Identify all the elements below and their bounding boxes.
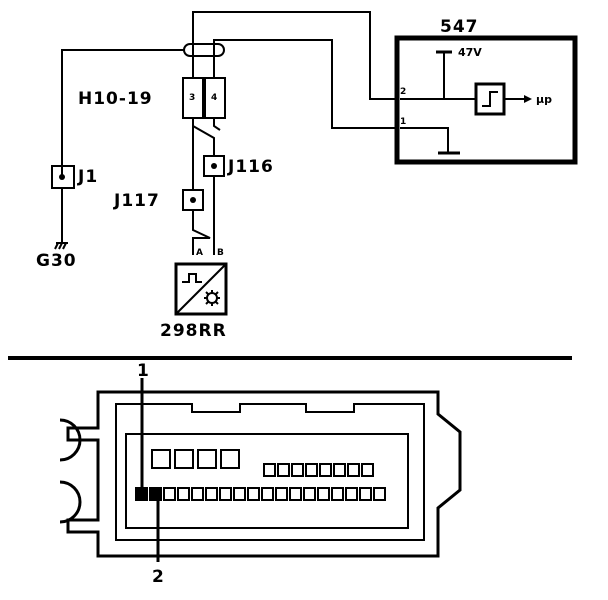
shield-icon [183, 43, 225, 57]
connector-latch-lower [59, 480, 82, 524]
cavity-small [345, 487, 358, 501]
sensor-box [174, 262, 228, 316]
cavity-small [317, 487, 330, 501]
cavity-small [305, 463, 318, 477]
cavity-small [331, 487, 344, 501]
pin1-internal-wire [400, 127, 449, 152]
cavity-small [205, 487, 218, 501]
cavity-large [220, 449, 240, 469]
supply-label: 47V [458, 46, 482, 59]
cavity-small [247, 487, 260, 501]
cavity-used [149, 487, 162, 501]
junction-j117-dot [190, 197, 196, 203]
cavity-small [275, 487, 288, 501]
junction-j116-label: J116 [227, 157, 274, 177]
pointer-1-label: 1 [137, 361, 150, 381]
junction-j1-label: J1 [77, 167, 98, 187]
cavity-small [219, 487, 232, 501]
cavity-small [333, 463, 346, 477]
cavity-small [361, 463, 374, 477]
cavity-large [174, 449, 194, 469]
shield-wire [61, 49, 184, 175]
module-547-label: 547 [440, 17, 479, 37]
pulse-icon [482, 91, 498, 107]
sensor-pin-a-label: A [196, 248, 203, 258]
connector-label: H10-19 [78, 89, 153, 109]
cavity-small [233, 487, 246, 501]
wire-cross-2 [213, 118, 221, 131]
cavity-small [303, 487, 316, 501]
square-wave-icon [182, 273, 202, 283]
cavity-small [289, 487, 302, 501]
output-label: μp [536, 93, 552, 106]
sensor-label: 298RR [160, 321, 227, 341]
cavity-small [177, 487, 190, 501]
junction-j1-dot [59, 174, 65, 180]
cavity-small [191, 487, 204, 501]
connector-face-view: 1 2 [59, 361, 462, 587]
connector-pin3-label: 3 [189, 93, 195, 103]
wire-pin3-to-547-pin2 [192, 11, 399, 100]
module-547: 547 47V μp 2 1 [394, 17, 578, 165]
pin2-label: 2 [400, 87, 406, 97]
cavity-small [263, 463, 276, 477]
connector-pin4-label: 4 [211, 93, 217, 103]
cavity-small [277, 463, 290, 477]
sensor-diagonal [175, 263, 227, 315]
pin1-label: 1 [400, 117, 406, 127]
pointer-2-label: 2 [152, 567, 165, 587]
cavity-small [347, 463, 360, 477]
cavity-row-upper [263, 463, 374, 477]
ground-label: G30 [36, 251, 77, 271]
cavity-small [291, 463, 304, 477]
sensor-pin-b-label: B [217, 248, 224, 258]
cavity-small [373, 487, 386, 501]
cavity-small [163, 487, 176, 501]
gear-teeth-icon [204, 290, 220, 306]
wire-pin4-to-547-pin1 [213, 39, 399, 129]
cavity-large [197, 449, 217, 469]
junction-j117-label: J117 [113, 191, 160, 211]
wire-cross-1 [192, 118, 215, 148]
cavity-small [319, 463, 332, 477]
cavity-small [261, 487, 274, 501]
connector-pin-field [125, 433, 409, 529]
cavity-small [359, 487, 372, 501]
output-arrow-icon [524, 95, 532, 103]
cavity-large [151, 449, 171, 469]
cavity-row-lower [135, 487, 386, 501]
wire-j117-to-sensor [192, 210, 211, 255]
connector-latch-upper [59, 418, 82, 462]
ground-icon [54, 242, 68, 250]
connector-outer-shell [66, 390, 462, 558]
sensor-298rr: 298RR [160, 262, 228, 341]
junction-j116-dot [211, 163, 217, 169]
gear-icon [206, 292, 218, 304]
connector-h10-19: 3 4 H10-19 [78, 68, 226, 119]
connector-inner-shell [115, 403, 425, 541]
